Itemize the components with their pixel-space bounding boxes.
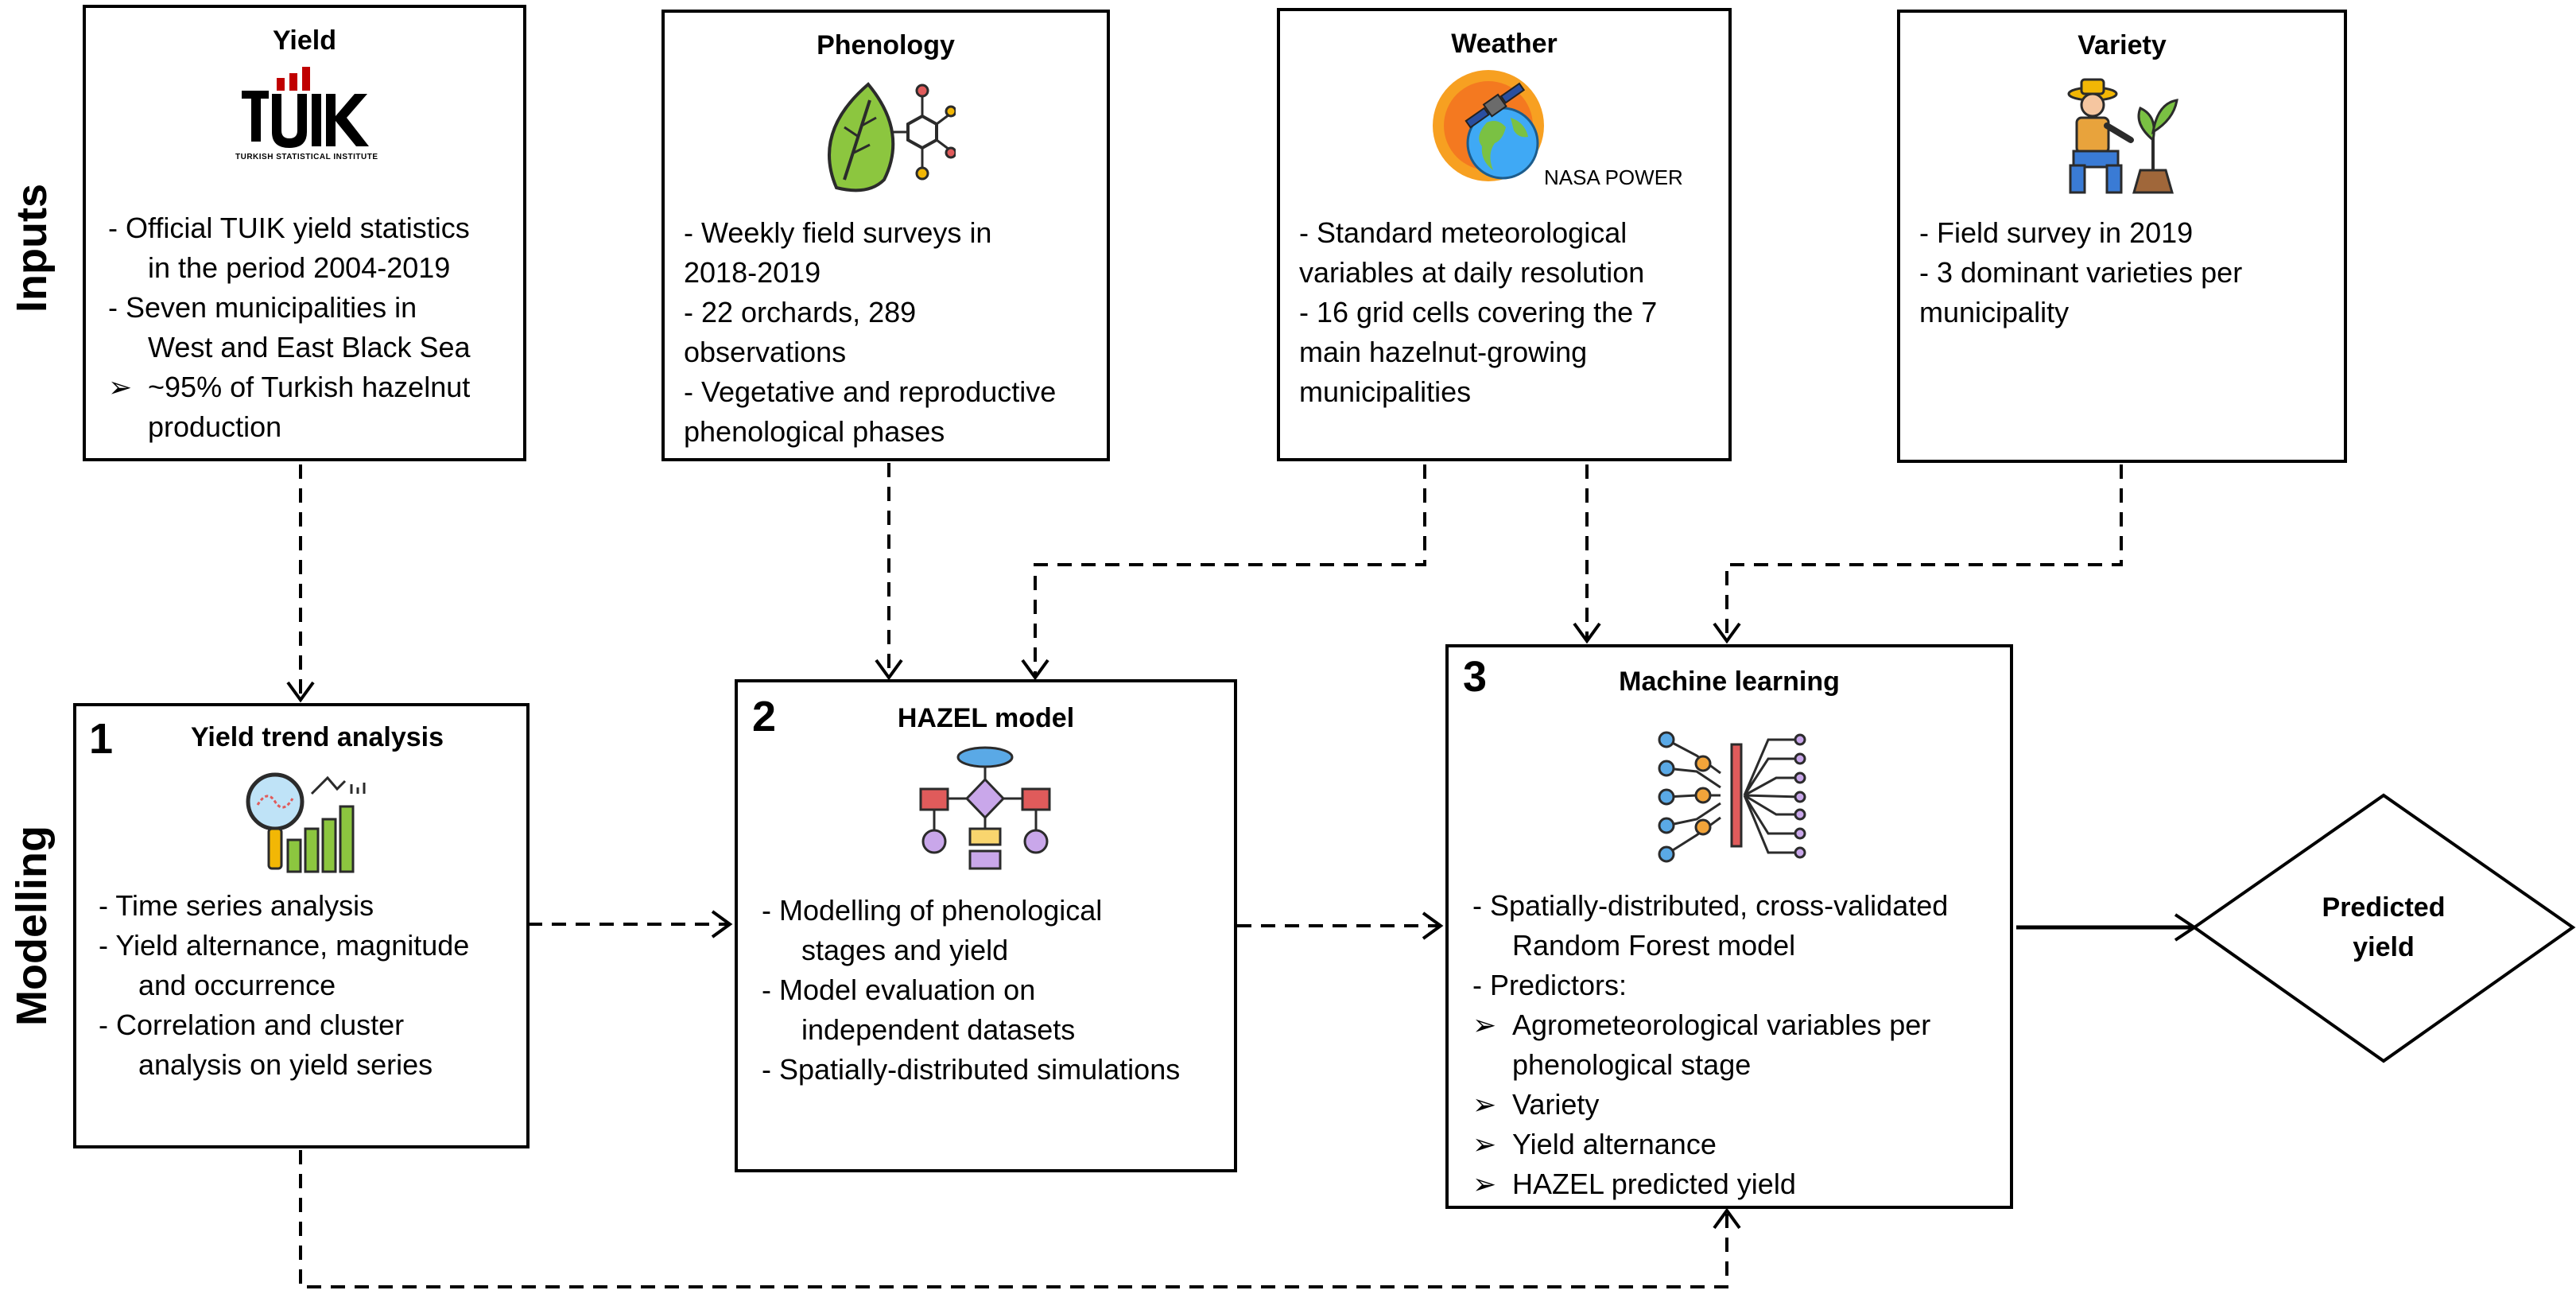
arrow-bullet-icon: ➢ [1472,1088,1497,1121]
text-line: - 3 dominant varieties per [1919,256,2243,289]
text-line: - Field survey in 2019 [1919,216,2194,249]
step-number: 1 [89,715,114,763]
text-line: Random Forest model [1512,929,1796,962]
text-line: variables at daily resolution [1299,256,1645,289]
text-line: analysis on yield series [138,1048,433,1081]
farmer-plant-icon [2058,76,2185,196]
text-line: - Spatially-distributed simulations [762,1053,1181,1086]
predicted-yield-line1: Predicted [2322,892,2446,923]
text-line: stages and yield [801,934,1009,966]
yield-box-title: Yield [273,25,336,56]
flowchart-icon [918,746,1053,873]
variety-box-text: - Field survey in 2019 - 3 dominant vari… [1919,213,2242,332]
text-line: - Modelling of phenological [762,894,1103,927]
text-line: - Yield alternance, magnitude [99,929,470,962]
text-line: - Model evaluation on [762,973,1036,1006]
variety-box-title: Variety [2077,30,2167,60]
phenology-box-title: Phenology [817,30,955,60]
leaf-molecule-icon [821,76,957,196]
text-line: - Spatially-distributed, cross-validated [1472,889,1949,922]
arrow-trend-to-ml-loop [299,1150,1728,1288]
text-line: Yield alternance [1512,1128,1717,1160]
text-line: in the period 2004-2019 [148,251,451,284]
text-line: independent datasets [801,1013,1076,1046]
text-line: production [148,410,282,443]
text-line: HAZEL predicted yield [1512,1168,1796,1200]
predicted-yield-label: Predicted yield [2288,888,2479,967]
trend-box-text: - Time series analysis - Yield alternanc… [99,886,469,1085]
tuik-logo-caption: TURKISH STATISTICAL INSTITUTE [235,153,378,161]
trend-box-title: Yield trend analysis [190,722,444,752]
text-line: observations [684,336,847,368]
hazel-box-text: - Modelling of phenological stages and y… [762,891,1180,1090]
yield-trend-box: 1 Yield trend analysis - Time series ana… [73,703,530,1148]
predicted-yield-line2: yield [2353,932,2415,962]
text-line: ~95% of Turkish hazelnut [148,371,471,403]
step-number: 2 [752,693,777,740]
text-line: phenological phases [684,415,945,448]
text-line: - Standard meteorological [1299,216,1627,249]
step-number: 3 [1463,653,1488,701]
arrow-bullet-icon: ➢ [108,371,133,403]
magnifier-chart-icon [240,770,375,873]
text-line: municipality [1919,296,2070,328]
weather-input-box: Weather NASA POWER - Standard meteorolog… [1277,8,1732,461]
arrow-bullet-icon: ➢ [1472,1008,1497,1041]
nasa-globe-icon [1431,67,1558,194]
tuik-logo: TURKISH STATISTICAL INSTITUTE [226,67,385,170]
arrow-variety-to-ml [1725,464,2123,641]
yield-input-box: Yield TURKISH STATISTICAL INSTITUTE - Of… [83,5,526,461]
arrow-bullet-icon: ➢ [1472,1128,1497,1160]
phenology-box-text: - Weekly field surveys in 2018-2019 - 22… [684,213,1056,452]
text-line: - 16 grid cells covering the 7 [1299,296,1658,328]
ml-box-title: Machine learning [1619,666,1840,697]
text-line: phenological stage [1512,1048,1752,1081]
ml-box-text: - Spatially-distributed, cross-validated… [1472,886,1948,1204]
text-line: - Vegetative and reproductive [684,375,1057,408]
text-line: - Predictors: [1472,969,1627,1001]
neural-network-icon [1657,724,1808,867]
machine-learning-box: 3 Machine learning [1445,644,2013,1209]
phenology-input-box: Phenology - Weekly field surveys in 2018 [661,10,1110,461]
arrow-weather-to-hazel [1034,464,1426,678]
modelling-section-label: Modelling [8,826,56,1026]
arrow-bullet-icon: ➢ [1472,1168,1497,1200]
nasa-power-caption: NASA POWER [1544,165,1683,189]
weather-box-text: - Standard meteorological variables at d… [1299,213,1657,412]
hazel-box-title: HAZEL model [897,703,1075,733]
text-line: - Correlation and cluster [99,1008,405,1041]
hazel-model-box: 2 HAZEL model - Modelling of phenol [735,679,1237,1172]
text-line: - 22 orchards, 289 [684,296,917,328]
inputs-section-label: Inputs [8,184,56,313]
text-line: - Weekly field surveys in [684,216,992,249]
text-line: and occurrence [138,969,336,1001]
text-line: Agrometeorological variables per [1512,1008,1931,1041]
output-diamond [2191,793,2576,1063]
text-line: municipalities [1299,375,1472,408]
text-line: 2018-2019 [684,256,821,289]
text-line: Variety [1512,1088,1600,1121]
text-line: main hazelnut-growing [1299,336,1588,368]
text-line: - Time series analysis [99,889,374,922]
yield-box-text: - Official TUIK yield statistics in the … [108,208,471,447]
weather-box-title: Weather [1451,29,1558,59]
text-line: West and East Black Sea [148,331,471,363]
text-line: - Official TUIK yield statistics [108,212,470,244]
variety-input-box: Variety - Field survey in 2019 - 3 domin… [1897,10,2347,463]
text-line: - Seven municipalities in [108,291,417,324]
